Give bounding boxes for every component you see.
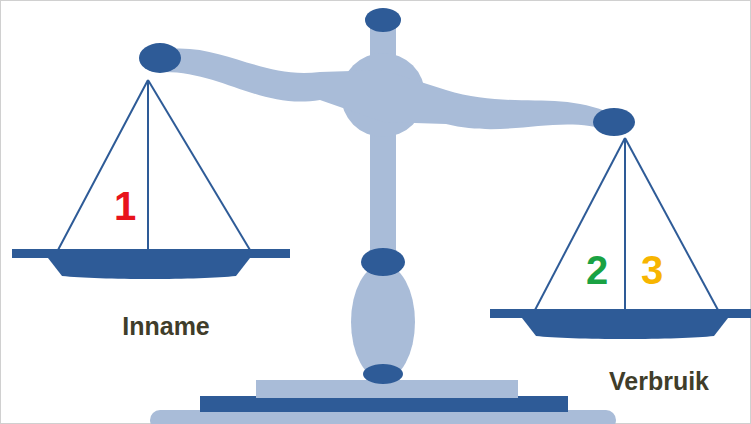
pan-label: Inname [122, 314, 210, 339]
callout-number: 3 [641, 250, 663, 290]
callout-number: 1 [114, 186, 136, 226]
callout-number: 2 [586, 250, 608, 290]
pan-label: Verbruik [609, 369, 709, 394]
